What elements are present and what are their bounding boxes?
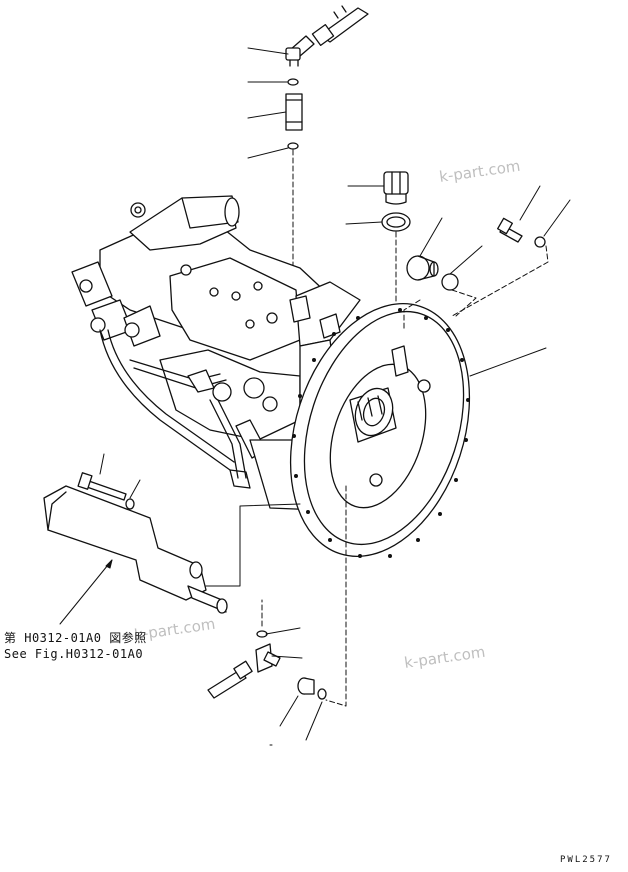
figure-reference-english: See Fig.H0312-01A0 [4, 647, 144, 661]
top-hose [311, 5, 369, 47]
plug-bottom [297, 677, 315, 695]
washer-left [125, 498, 135, 510]
elbow-fitting-top [285, 35, 315, 67]
cover-bracket-left [43, 485, 228, 614]
figure-reference-japanese: 第 H0312-01A0 図参照 [4, 631, 147, 645]
leader-lines-far-right [451, 185, 571, 317]
adapter-top [285, 93, 303, 131]
plug-top-right [383, 171, 409, 205]
elbow-fitting-bottom [255, 643, 281, 673]
leader-lines-flange [403, 299, 547, 377]
o-ring-top-2 [287, 142, 299, 150]
drawing-code: PWL2577 [560, 855, 612, 865]
leader-lines-bottom [261, 485, 347, 746]
o-ring-right-inner [386, 216, 406, 228]
o-ring-mid-right [441, 273, 459, 291]
bolt-far-right [497, 217, 523, 243]
leader-lines-top [247, 47, 294, 321]
leader-lines-right-top [345, 185, 397, 311]
o-ring-top-1 [287, 78, 299, 86]
leader-lines-bolt-left [99, 453, 141, 499]
washer-far-right [534, 236, 546, 248]
flange-disc [289, 303, 471, 557]
watermark-bottom-right: k-part.com [403, 643, 486, 672]
leader-lines-cover [59, 503, 301, 625]
bottom-hose [207, 660, 253, 699]
flange-bolt-holes [292, 308, 470, 558]
o-ring-bottom-2 [317, 688, 327, 700]
bolt-left [77, 472, 127, 501]
o-ring-right [381, 212, 411, 232]
plug-mid-right [406, 255, 439, 281]
watermark-top-right: k-part.com [438, 157, 521, 186]
